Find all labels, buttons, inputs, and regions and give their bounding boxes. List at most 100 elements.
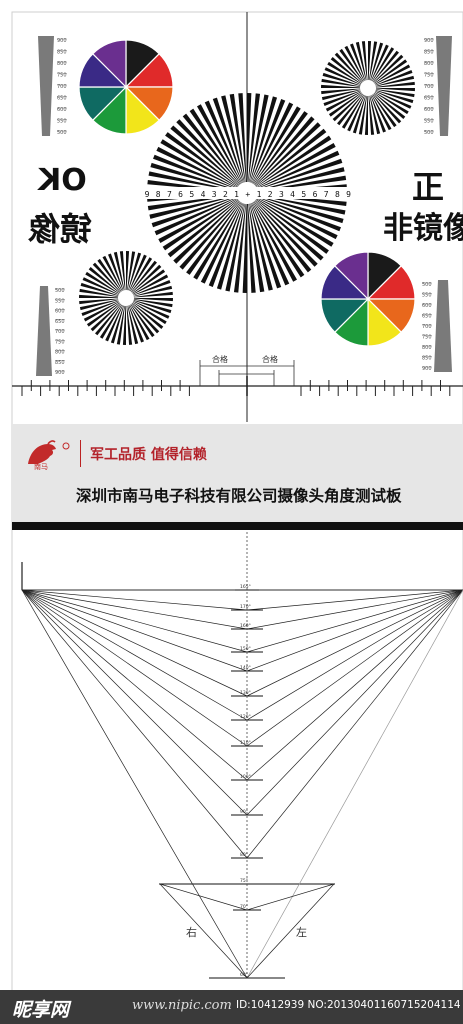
star-spoke — [368, 88, 402, 124]
star-spoke — [368, 81, 415, 88]
star-spoke — [247, 106, 301, 193]
scale-number: 8 — [156, 190, 161, 199]
star-spoke — [247, 158, 343, 193]
svg-text:800: 800 — [422, 345, 432, 351]
star-spoke — [86, 298, 126, 327]
svg-text:800: 800 — [55, 350, 65, 356]
star-spoke — [368, 42, 384, 88]
company-name: 深圳市南马电子科技有限公司摄像头角度测试板 — [76, 487, 402, 505]
svg-text:550: 550 — [57, 119, 67, 125]
star-spoke — [247, 193, 329, 254]
star-spoke — [247, 193, 338, 240]
svg-text:700: 700 — [424, 84, 434, 90]
star-spoke — [242, 193, 247, 293]
star-spoke — [79, 298, 126, 311]
horse-logo-icon: 南马 — [28, 440, 70, 470]
angle-label: 170° — [240, 604, 251, 610]
star-spoke — [82, 277, 126, 298]
star-spoke — [126, 298, 173, 308]
star-spoke — [347, 88, 368, 132]
star-spoke — [126, 298, 133, 345]
ok-mirrored-label: OK — [38, 163, 87, 198]
star-spoke — [81, 298, 126, 316]
star-spoke — [95, 298, 126, 336]
color-wheel-bottom-right — [320, 251, 416, 347]
star-spoke — [204, 100, 247, 193]
star-spoke — [247, 193, 290, 286]
scale-number: + — [245, 190, 250, 199]
star-spoke — [158, 193, 247, 243]
star-spoke — [321, 78, 368, 88]
scale-number: 4 — [201, 190, 206, 199]
angle-label: 165° — [240, 584, 251, 590]
star-spoke — [212, 97, 247, 193]
star-spoke — [368, 88, 381, 135]
star-spoke — [324, 67, 368, 88]
star-spoke — [238, 93, 247, 193]
star-spoke — [83, 298, 126, 322]
star-spoke — [126, 252, 142, 298]
scale-number: 8 — [335, 190, 340, 199]
svg-text:850: 850 — [57, 50, 67, 56]
qualified-brackets: 合格 合格 — [199, 354, 295, 386]
star-spoke — [368, 88, 409, 115]
star-spoke — [126, 280, 171, 298]
watermark-id: ID:10412939 NO:20130401160715204114 — [236, 999, 461, 1011]
svg-text:500: 500 — [422, 282, 432, 288]
angle-label: 100° — [240, 774, 251, 780]
star-spoke — [225, 193, 247, 292]
svg-text:900: 900 — [422, 366, 432, 372]
watermark-brand: 昵享网 — [12, 999, 70, 1021]
svg-text:900: 900 — [57, 38, 67, 44]
star-spoke — [167, 193, 247, 258]
star-spoke — [126, 264, 162, 298]
scale-number: 2 — [268, 190, 273, 199]
color-wheel-top-left — [78, 39, 174, 135]
star-spoke — [92, 262, 126, 298]
siemens-star-bottom-left — [79, 251, 173, 345]
star-spoke — [247, 94, 269, 193]
star-spoke — [126, 251, 136, 298]
star-spoke — [151, 193, 247, 228]
star-spoke — [368, 88, 414, 104]
star-spoke — [110, 298, 126, 344]
star-spoke — [368, 41, 372, 88]
star-spoke — [247, 102, 294, 193]
color-segment — [333, 251, 369, 301]
logo-brand-text: 南马 — [34, 462, 48, 470]
star-spoke — [97, 258, 126, 298]
angle-label: 90° — [240, 809, 248, 815]
star-spoke — [368, 88, 412, 109]
star-spoke — [126, 298, 160, 334]
star-spoke — [325, 88, 368, 112]
svg-text:800: 800 — [424, 61, 434, 67]
scale-number: 9 — [145, 190, 150, 199]
star-spoke — [368, 41, 378, 88]
logo-separator — [80, 440, 81, 467]
svg-text:750: 750 — [57, 73, 67, 79]
star-spoke — [247, 167, 345, 193]
star-spoke — [102, 255, 126, 298]
star-spoke — [153, 154, 247, 193]
star-spoke — [154, 193, 247, 236]
slogan: 军工品质 值得信赖 — [90, 447, 207, 463]
star-spoke — [176, 119, 247, 193]
star-spoke — [247, 193, 312, 273]
star-spoke — [108, 253, 126, 298]
banner-bottom-bar — [12, 522, 463, 530]
star-spoke — [247, 193, 256, 293]
svg-text:650: 650 — [422, 314, 432, 320]
angle-label: 110° — [240, 740, 251, 746]
star-spoke — [322, 72, 368, 88]
non-mirror-label: 非镜像 — [383, 211, 463, 246]
svg-text:850: 850 — [422, 356, 432, 362]
star-spoke — [350, 43, 368, 88]
star-spoke — [165, 132, 247, 193]
angle-label: 150° — [240, 646, 251, 652]
star-spoke — [126, 251, 130, 298]
watermark-bar — [0, 990, 463, 1024]
svg-text:600: 600 — [422, 303, 432, 309]
star-spoke — [247, 193, 265, 293]
star-spoke — [122, 298, 126, 345]
